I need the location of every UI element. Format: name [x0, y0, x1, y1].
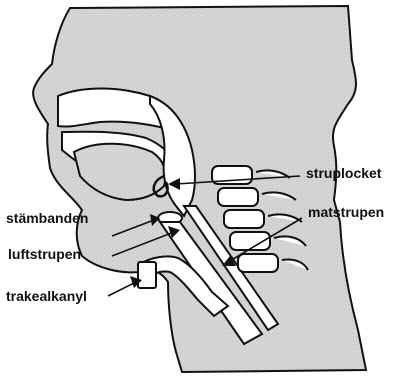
cannula-flange: [138, 262, 156, 288]
label-stambanden: stämbanden: [6, 210, 88, 226]
label-struplocket: struplocket: [306, 165, 381, 181]
vertebra: [238, 254, 278, 272]
vertebra: [224, 210, 264, 228]
head-silhouette: [33, 6, 366, 372]
label-trakealkanyl: trakealkanyl: [6, 288, 87, 304]
label-matstrupen: matstrupen: [308, 204, 384, 220]
vertebra: [218, 188, 258, 206]
trakealkanyl-arrow: [108, 282, 136, 296]
label-luftstrupen: luftstrupen: [8, 246, 81, 262]
